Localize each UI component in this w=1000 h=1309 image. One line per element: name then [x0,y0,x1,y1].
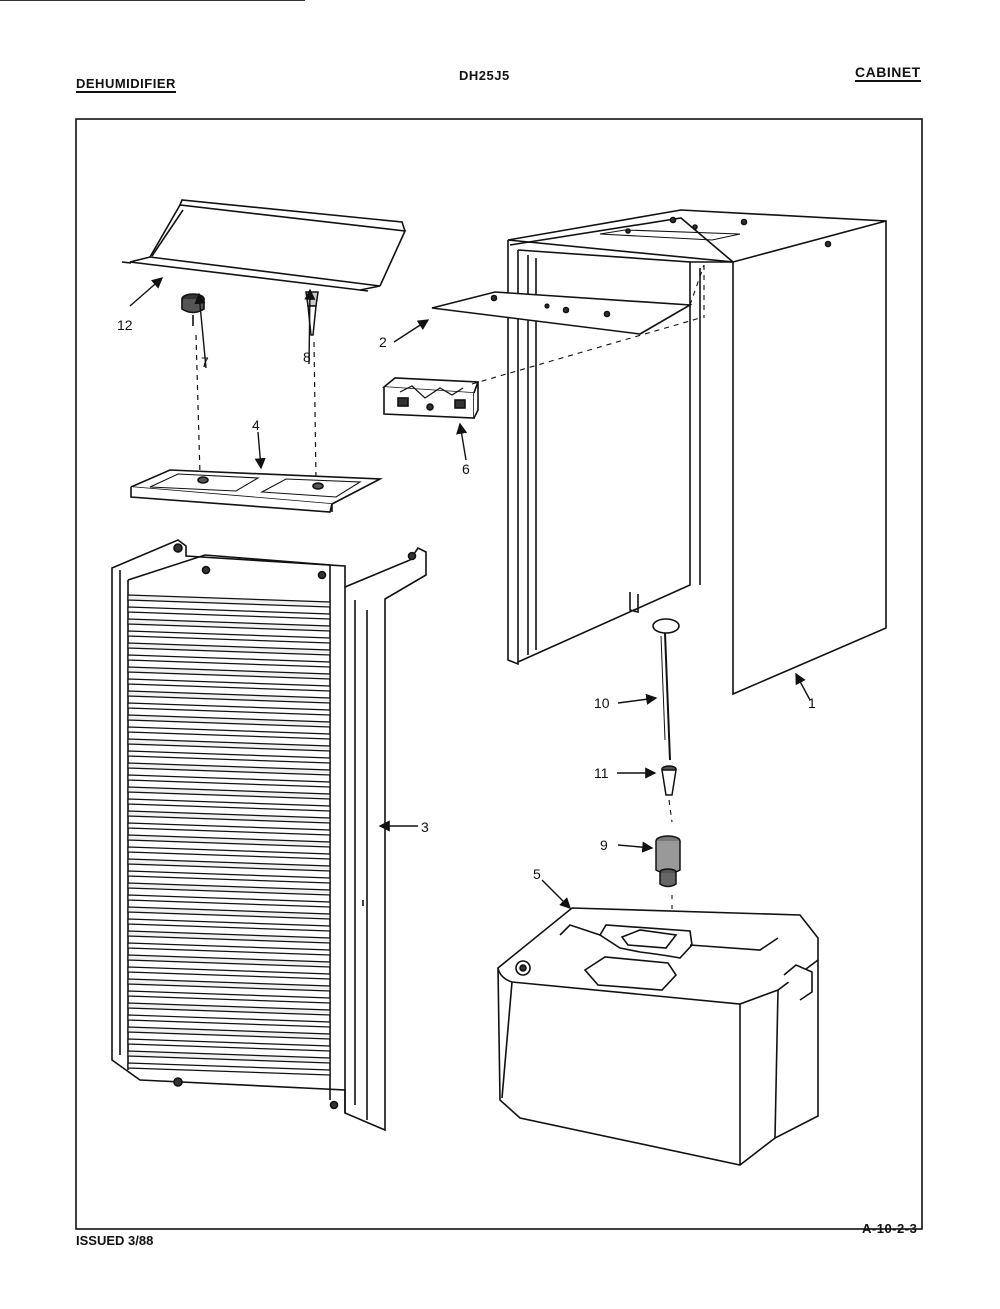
callout-8: 8 [303,349,311,365]
part-6-switch [381,317,701,419]
louver-slat [127,714,331,728]
louver-slat [127,798,331,812]
louver-slat [127,990,331,1004]
part-5-water-bucket [497,907,819,1166]
louver-slat [127,978,331,992]
header-section: CABINET [855,64,921,82]
callout-6: 6 [462,461,470,477]
louver-slat [127,1014,331,1028]
part-10-float-rod [652,618,680,761]
louver-slat [127,1026,331,1040]
louver-slat [127,666,331,680]
louver-slat [127,822,331,836]
callout-3: 3 [421,819,429,835]
callout-7: 7 [201,354,209,370]
louver-slat [127,846,331,860]
callout-1: 1 [808,695,816,711]
callout-12: 12 [117,317,133,333]
louver-slat [127,726,331,740]
header-model: DH25J5 [459,68,510,83]
louver-slat [127,774,331,788]
louver-slat [127,894,331,908]
louver-slat [127,690,331,704]
part-9-bushing [655,835,681,915]
louver-slat [127,858,331,872]
louver-slat [127,870,331,884]
louver-slat [127,762,331,776]
footer-issued: ISSUED 3/88 [76,1233,154,1248]
part-8-pin [305,291,319,479]
louver-slat [127,942,331,956]
callout-5: 5 [533,866,541,882]
louver-slat [127,678,331,692]
louver-slat [127,654,331,668]
louver-slat [127,810,331,824]
louver-slat [127,642,331,656]
louver-slat [127,930,331,944]
top-rule [0,0,305,1]
callout-labels: 1 2 3 4 5 6 7 8 9 10 11 12 [117,317,816,882]
callout-leaders [129,277,811,909]
louver-slat [127,702,331,716]
callout-4: 4 [252,417,260,433]
part-2-bracket-plate [431,264,705,335]
louver-slat [127,1062,331,1076]
part-1-cabinet [507,209,887,696]
part-7-knob [181,293,205,476]
part-12-top-tray [121,199,407,292]
louver-slat [127,594,331,608]
louver-slat [127,1050,331,1064]
louver-slat [127,882,331,896]
louver-slat [127,918,331,932]
louver-slat [127,738,331,752]
footer-page-code: A-10-2-3 [862,1221,918,1236]
louver-slat [127,906,331,920]
louver-slat [127,618,331,632]
louver-slat [127,750,331,764]
diagram-frame [75,118,923,1230]
louver-slat [127,786,331,800]
grille-louvers [127,594,331,1076]
louver-slat [127,834,331,848]
part-4-control-plate [130,469,384,513]
louver-slat [127,954,331,968]
louver-slat [127,966,331,980]
louver-slat [127,1038,331,1052]
callout-11: 11 [594,765,609,781]
louver-slat [127,1002,331,1016]
callout-10: 10 [594,695,610,711]
header-product: DEHUMIDIFIER [76,76,176,93]
part-11-plug [661,765,677,823]
louver-slat [127,606,331,620]
callout-9: 9 [600,837,608,853]
louver-slat [127,630,331,644]
callout-2: 2 [379,334,387,350]
